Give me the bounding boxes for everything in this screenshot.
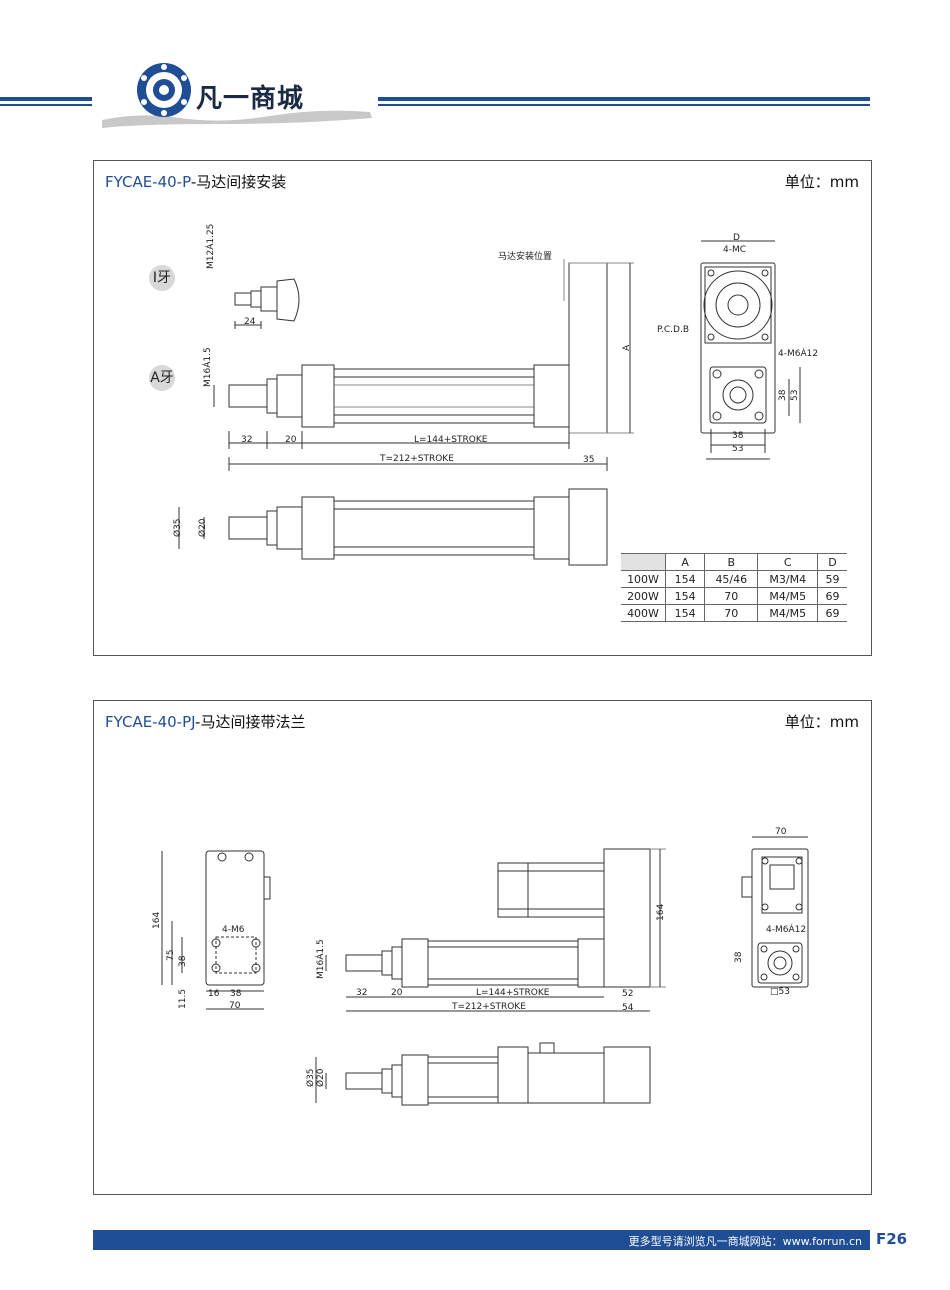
table-cell: 59	[817, 570, 847, 588]
header-rule-left-thin	[0, 104, 92, 106]
spec-table: A B C D 100W 154 45/46 M3/M4 59 200W 154…	[621, 553, 847, 622]
actuator-end-view	[700, 240, 801, 460]
section-title: FYCAE-40-PJ-马达间接带法兰	[105, 711, 305, 732]
dim-sq53: □53	[770, 987, 790, 997]
dim-4m6: 4-M6Á12	[778, 349, 819, 359]
unit-label: 单位：mm	[784, 173, 859, 191]
table-header: D	[817, 553, 847, 571]
table-cell: 69	[817, 604, 847, 622]
dim-phi20: Ø20	[316, 1068, 326, 1087]
dim-m16: M16Á1.5	[203, 347, 213, 387]
dim-38: 38	[178, 955, 188, 967]
table-cell: 100W	[621, 570, 666, 588]
table-cell: M4/M5	[757, 604, 818, 622]
dim-75: 75	[166, 949, 176, 961]
footer-website-text: 更多型号请浏览凡一商城网站：www.forrun.cn	[628, 1235, 862, 1248]
table-cell: 45/46	[704, 570, 758, 588]
dim-52: 52	[622, 989, 634, 999]
section-motor-indirect: FYCAE-40-P-马达间接安装 单位：mm I牙 A牙	[93, 160, 872, 656]
dim-a: A	[622, 344, 632, 351]
dim-m16: M16Á1.5	[316, 939, 326, 979]
model-code: FYCAE-40-P	[105, 173, 191, 191]
dim-38-end: 38	[734, 951, 744, 963]
dim-35: 35	[583, 455, 595, 465]
table-cell: 69	[817, 587, 847, 605]
flange-front-view	[161, 850, 271, 1010]
flange-end-view	[741, 836, 809, 988]
table-row: 400W 154 70 M4/M5 69	[621, 604, 847, 622]
table-cell: M3/M4	[757, 570, 818, 588]
dim-phi35: Ø35	[306, 1068, 316, 1087]
dim-total: T=212+STROKE	[452, 1002, 526, 1012]
table-cell: 154	[664, 587, 705, 605]
dim-total: T=212+STROKE	[380, 454, 454, 464]
dim-4m6: 4-M6	[222, 925, 245, 935]
table-cell: 70	[704, 587, 758, 605]
dim-d: D	[733, 233, 740, 243]
dim-16: 16	[208, 989, 220, 999]
brand-logo-icon	[102, 63, 372, 128]
table-row: 100W 154 45/46 M3/M4 59	[621, 570, 847, 588]
dim-38b: 38	[230, 989, 242, 999]
page-number: F26	[876, 1230, 908, 1248]
table-header: A	[664, 553, 705, 571]
table-cell: M4/M5	[757, 587, 818, 605]
dim-32: 32	[356, 988, 368, 998]
section-title-suffix: -马达间接带法兰	[195, 713, 306, 731]
dim-h53: 53	[732, 444, 744, 454]
actuator-side-view	[213, 259, 634, 471]
thread-label-a: A牙	[149, 365, 175, 391]
dim-11-5: 11.5	[178, 988, 188, 1009]
thread-label-i: I牙	[149, 265, 175, 291]
dim-length: L=144+STROKE	[414, 435, 488, 445]
dim-32: 32	[241, 435, 253, 445]
table-cell: 70	[704, 604, 758, 622]
dim-70-top: 70	[775, 827, 787, 837]
header-rule-left	[0, 97, 92, 101]
dim-v38: 38	[778, 389, 788, 401]
dim-20: 20	[391, 988, 403, 998]
dim-4m6-12: 4-M6Á12	[766, 925, 807, 935]
header-rule-right-thin	[378, 104, 870, 106]
section-title: FYCAE-40-P-马达间接安装	[105, 171, 286, 192]
dim-v53: 53	[790, 389, 800, 401]
dim-164-right: 164	[656, 903, 666, 921]
i-thread-rod	[234, 278, 300, 329]
table-cell: 200W	[621, 587, 666, 605]
dim-70: 70	[229, 1001, 241, 1011]
unit-label: 单位：mm	[784, 713, 859, 731]
dim-m12: M12Á1.25	[206, 223, 216, 269]
model-code: FYCAE-40-PJ	[105, 713, 196, 731]
dim-phi20: Ø20	[198, 518, 208, 537]
table-header	[621, 553, 666, 571]
section-motor-indirect-flange: FYCAE-40-PJ-马达间接带法兰 单位：mm	[93, 700, 872, 1195]
table-header: B	[704, 553, 758, 571]
dim-24: 24	[244, 317, 256, 327]
flange-side-view	[325, 848, 666, 1012]
footer-bar: 更多型号请浏览凡一商城网站：www.forrun.cn	[93, 1230, 870, 1250]
dim-4mc: 4-MC	[723, 245, 747, 255]
dim-pcd: P.C.D.B	[657, 325, 689, 335]
dim-20: 20	[285, 435, 297, 445]
section-title-suffix: -马达间接安装	[190, 173, 287, 191]
table-header: C	[757, 553, 818, 571]
dim-length: L=144+STROKE	[476, 988, 550, 998]
table-cell: 154	[664, 570, 705, 588]
flange-bottom-view	[315, 1042, 651, 1106]
brand-name: 凡一商城	[196, 84, 305, 114]
table-row: 200W 154 70 M4/M5 69	[621, 587, 847, 605]
motor-position-label: 马达安装位置	[498, 252, 553, 262]
drawing-motor-indirect	[178, 240, 801, 566]
dim-phi35: Ø35	[173, 518, 183, 537]
header-rule-right	[378, 97, 870, 101]
table-cell: 400W	[621, 604, 666, 622]
actuator-top-view	[178, 488, 608, 566]
dim-164: 164	[152, 911, 162, 929]
dim-54: 54	[622, 1003, 634, 1013]
table-cell: 154	[664, 604, 705, 622]
dim-h38: 38	[732, 431, 744, 441]
drawing-motor-indirect-flange	[161, 836, 809, 1106]
